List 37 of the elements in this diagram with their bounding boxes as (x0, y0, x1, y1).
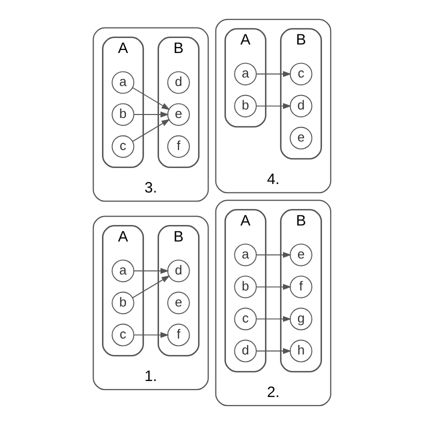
node-circle: d (166, 260, 190, 282)
arrow (256, 316, 291, 322)
node-circle: e (289, 244, 312, 266)
node-circle: c (289, 62, 312, 86)
node-circle: b (234, 94, 256, 118)
node-circle: e (289, 126, 312, 150)
node-circle: d (234, 340, 256, 362)
arrow (132, 87, 170, 110)
node-circle: e (166, 103, 190, 126)
node-circle: f (289, 276, 312, 298)
node-circle: h (289, 340, 312, 362)
arrow (133, 332, 168, 338)
node-circle: e (166, 292, 190, 314)
node-circle: d (289, 94, 312, 118)
arrow (133, 268, 168, 274)
node-circle: a (111, 260, 134, 282)
node-circle: f (166, 324, 190, 346)
node-circle: b (111, 103, 134, 126)
node-circle: b (234, 276, 256, 298)
node-circle: f (166, 135, 190, 158)
node-circle: g (289, 308, 312, 330)
arrow (256, 252, 291, 258)
node-circle: c (111, 135, 134, 158)
node-circle: c (234, 308, 256, 330)
arrow (133, 112, 168, 118)
node-circle: a (234, 244, 256, 266)
node-circle: d (166, 71, 190, 94)
node-circle: a (234, 62, 256, 86)
node-circle: c (111, 324, 134, 346)
arrow (256, 103, 291, 110)
node-circle: a (111, 71, 134, 94)
arrow (256, 71, 291, 77)
arrow (132, 275, 170, 298)
arrow (256, 284, 291, 290)
arrow (132, 119, 170, 142)
node-circle: b (111, 292, 134, 314)
arrow (256, 348, 291, 354)
